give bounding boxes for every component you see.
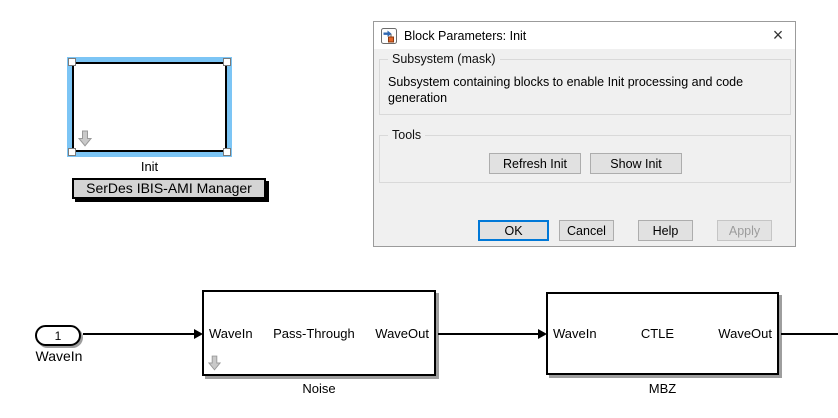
noise-outport-label: WaveOut <box>375 325 429 341</box>
mbz-outport-label: WaveOut <box>718 326 772 341</box>
noise-inport-label: WaveIn <box>209 325 253 341</box>
selection-handle-bottom-right[interactable] <box>223 148 231 156</box>
mbz-center-label: CTLE <box>640 326 675 341</box>
apply-button-disabled: Apply <box>717 220 772 241</box>
signal-line-mbz-out[interactable] <box>781 333 838 335</box>
serdes-ibis-ami-manager-annotation[interactable]: SerDes IBIS-AMI Manager <box>72 178 266 199</box>
block-parameters-dialog: Block Parameters: Init × Subsystem (mask… <box>373 21 796 247</box>
mbz-inport-label: WaveIn <box>553 326 597 341</box>
signal-line-inport-to-noise[interactable] <box>83 333 195 335</box>
dialog-title: Block Parameters: Init <box>404 28 527 43</box>
arrowhead-into-mbz <box>538 329 547 339</box>
subsystem-mask-group-title: Subsystem (mask) <box>388 52 500 66</box>
init-block-label: Init <box>140 159 159 174</box>
cancel-button[interactable]: Cancel <box>559 220 614 241</box>
arrowhead-into-noise <box>194 329 203 339</box>
mbz-block-label: MBZ <box>648 381 677 396</box>
refresh-init-button[interactable]: Refresh Init <box>489 153 581 174</box>
noise-center-label: Pass-Through <box>273 325 355 341</box>
signal-line-noise-to-mbz[interactable] <box>438 333 538 335</box>
dialog-titlebar[interactable]: Block Parameters: Init <box>374 22 795 49</box>
block-parameters-icon <box>381 27 397 44</box>
subsystem-mask-groupbox: Subsystem (mask) Subsystem containing bl… <box>379 52 791 115</box>
subsystem-badge-down-arrow-icon <box>77 130 93 147</box>
noise-badge-down-arrow-icon <box>207 355 222 371</box>
selection-handle-bottom-left[interactable] <box>68 148 76 156</box>
selection-handle-top-left[interactable] <box>68 58 76 66</box>
ok-button[interactable]: OK <box>478 220 549 241</box>
help-button[interactable]: Help <box>638 220 693 241</box>
noise-block[interactable]: WaveIn Pass-Through WaveOut <box>202 290 436 376</box>
inport-1[interactable]: 1 <box>35 325 81 346</box>
selection-handle-top-right[interactable] <box>223 58 231 66</box>
show-init-button[interactable]: Show Init <box>590 153 682 174</box>
inport-label: WaveIn <box>35 348 83 364</box>
inport-1-number: 1 <box>54 328 62 343</box>
tools-group-title: Tools <box>388 128 426 142</box>
subsystem-mask-description: Subsystem containing blocks to enable In… <box>388 75 744 105</box>
tools-groupbox: Tools Refresh Init Show Init <box>379 128 791 183</box>
noise-block-label: Noise <box>302 381 336 396</box>
init-subsystem-block[interactable] <box>72 62 227 152</box>
dialog-close-button[interactable]: × <box>772 25 784 45</box>
mbz-block[interactable]: WaveIn CTLE WaveOut <box>546 292 779 375</box>
